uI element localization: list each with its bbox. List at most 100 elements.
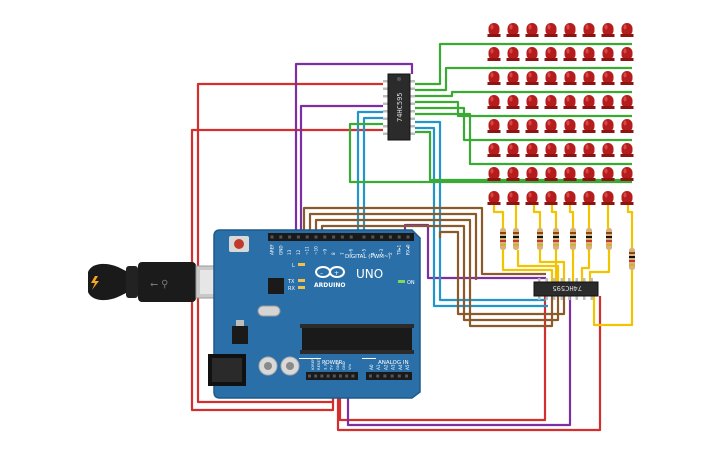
led[interactable] xyxy=(487,167,501,181)
wire-blue-2[interactable] xyxy=(362,116,383,238)
led[interactable] xyxy=(620,119,634,133)
wire-green-5[interactable] xyxy=(415,106,632,142)
led[interactable] xyxy=(544,191,558,205)
led[interactable] xyxy=(601,95,615,109)
led[interactable] xyxy=(544,143,558,157)
wire-yellow-7[interactable] xyxy=(588,250,611,282)
wire-yellow-6[interactable] xyxy=(580,250,591,282)
header-pin[interactable] xyxy=(305,235,309,239)
led[interactable] xyxy=(620,167,634,181)
header-pin[interactable] xyxy=(380,235,384,239)
led[interactable] xyxy=(506,119,520,133)
wire-green-6[interactable] xyxy=(415,112,632,166)
wire-blue-4[interactable] xyxy=(415,126,548,308)
led[interactable] xyxy=(487,191,501,205)
led[interactable] xyxy=(506,23,520,37)
wire-purple-gnd-2[interactable] xyxy=(294,62,414,238)
header-pin[interactable] xyxy=(369,374,372,378)
wire-yellow-8[interactable] xyxy=(592,270,634,327)
wire-purple-gnd-1[interactable] xyxy=(346,296,572,427)
led[interactable] xyxy=(525,47,539,61)
resistor[interactable] xyxy=(629,248,635,270)
led[interactable] xyxy=(487,47,501,61)
led[interactable] xyxy=(487,143,501,157)
resistor[interactable] xyxy=(606,228,612,250)
wire-yellow-1[interactable] xyxy=(501,250,554,282)
wire-yellow-3[interactable] xyxy=(538,250,566,282)
led[interactable] xyxy=(544,95,558,109)
header-pin[interactable] xyxy=(405,374,408,378)
wire-green-3[interactable] xyxy=(415,90,632,98)
led[interactable] xyxy=(563,143,577,157)
led[interactable] xyxy=(563,23,577,37)
header-pin[interactable] xyxy=(314,374,318,378)
wire-brown-4[interactable] xyxy=(320,224,560,322)
header-pin[interactable] xyxy=(332,374,336,378)
led[interactable] xyxy=(563,167,577,181)
led[interactable] xyxy=(506,71,520,85)
wire-purple-gnd-3[interactable] xyxy=(299,104,383,238)
wire-green-8[interactable] xyxy=(348,122,632,184)
header-pin[interactable] xyxy=(270,235,274,239)
led[interactable] xyxy=(506,47,520,61)
header-pin[interactable] xyxy=(326,374,330,378)
led[interactable] xyxy=(582,71,596,85)
led[interactable] xyxy=(487,71,501,85)
header-pin[interactable] xyxy=(351,374,355,378)
header-pin[interactable] xyxy=(314,235,318,239)
led[interactable] xyxy=(506,95,520,109)
wire-blue-3[interactable] xyxy=(415,120,546,302)
header-pin[interactable] xyxy=(376,374,380,378)
header-pin[interactable] xyxy=(371,235,375,239)
wire-blue-1[interactable] xyxy=(356,110,383,238)
header-pin[interactable] xyxy=(383,374,387,378)
led[interactable] xyxy=(487,23,501,37)
led[interactable] xyxy=(620,23,634,37)
led[interactable] xyxy=(601,167,615,181)
shift-register-bottom[interactable]: 74HC595 xyxy=(533,278,599,300)
header-pin[interactable] xyxy=(362,235,366,239)
resistor[interactable] xyxy=(586,228,592,250)
resistor[interactable] xyxy=(500,228,506,250)
wire-red-power-2[interactable] xyxy=(190,128,383,412)
header-pin[interactable] xyxy=(308,374,311,378)
wire-brown-2[interactable] xyxy=(308,212,478,280)
header-pin[interactable] xyxy=(323,235,327,239)
led[interactable] xyxy=(506,191,520,205)
wire-red-power-3[interactable] xyxy=(336,296,602,432)
wire-green-1[interactable] xyxy=(415,42,632,86)
led[interactable] xyxy=(525,191,539,205)
led[interactable] xyxy=(487,95,501,109)
header-pin[interactable] xyxy=(388,235,392,239)
led[interactable] xyxy=(620,47,634,61)
led[interactable] xyxy=(563,71,577,85)
resistor[interactable] xyxy=(570,228,576,250)
led[interactable] xyxy=(620,95,634,109)
led[interactable] xyxy=(601,71,615,85)
led[interactable] xyxy=(620,143,634,157)
led[interactable] xyxy=(544,23,558,37)
wire-brown-1[interactable] xyxy=(302,206,546,276)
shift-register-top[interactable]: 74HC595 xyxy=(383,73,415,141)
led[interactable] xyxy=(544,47,558,61)
header-pin[interactable] xyxy=(332,235,336,239)
wire-yellow-2[interactable] xyxy=(516,250,560,282)
wire-green-2[interactable] xyxy=(415,66,632,92)
led[interactable] xyxy=(601,191,615,205)
led[interactable] xyxy=(582,167,596,181)
header-pin[interactable] xyxy=(406,235,410,239)
led[interactable] xyxy=(525,143,539,157)
led[interactable] xyxy=(544,71,558,85)
led[interactable] xyxy=(525,71,539,85)
resistor[interactable] xyxy=(537,228,543,250)
header-pin[interactable] xyxy=(390,374,394,378)
led[interactable] xyxy=(582,47,596,61)
led[interactable] xyxy=(487,119,501,133)
led[interactable] xyxy=(582,143,596,157)
led[interactable] xyxy=(544,167,558,181)
wire-red-power-4[interactable] xyxy=(338,296,547,422)
led[interactable] xyxy=(601,143,615,157)
led[interactable] xyxy=(506,143,520,157)
resistor[interactable] xyxy=(553,228,559,250)
